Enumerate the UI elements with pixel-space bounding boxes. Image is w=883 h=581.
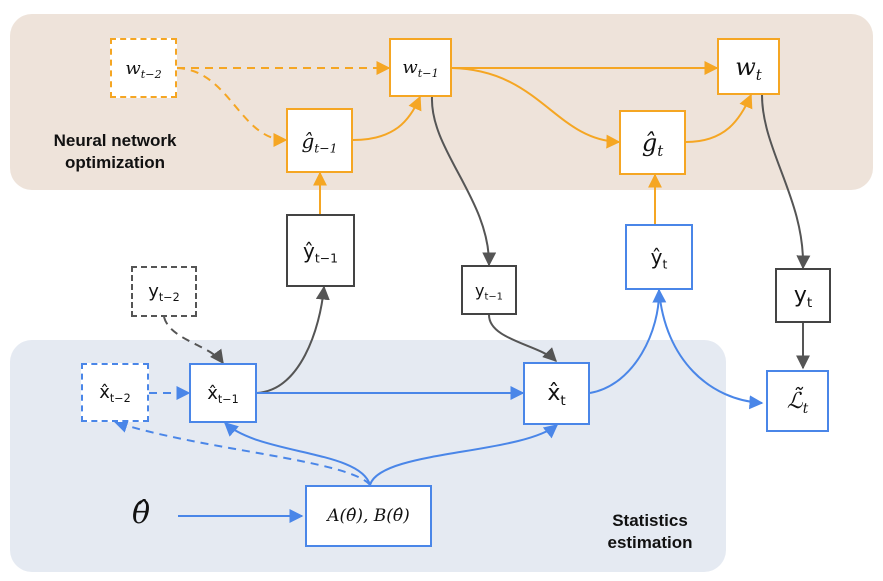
node-x-hat-t-minus-2: x̂t−2 xyxy=(81,363,149,422)
theta-hat-label: θ̂ xyxy=(132,496,151,531)
node-y-t-minus-2: yt−2 xyxy=(131,266,197,317)
stat-region-label-line2: estimation xyxy=(607,533,693,552)
node-y-t-minus-1: yt−1 xyxy=(461,265,517,315)
edge-yhatt-to-Lt xyxy=(658,289,764,410)
node-y-hat-t-minus-1: ŷt−1 xyxy=(286,214,355,287)
node-w-t: wt xyxy=(717,38,780,95)
node-y-t: yt xyxy=(775,268,831,323)
edge-yt2-to-xhatt1 xyxy=(163,316,224,365)
edge-wt2-to-gt1 xyxy=(176,67,288,147)
edge-wt-to-yt xyxy=(761,94,811,270)
edge-AB-to-xhatt xyxy=(369,424,559,486)
node-g-hat-t: ĝt xyxy=(619,110,686,175)
nn-region-label: Neural network optimization xyxy=(20,130,210,174)
edge-AB-to-xhatt1 xyxy=(223,422,371,486)
edge-AB-to-xhatt2 xyxy=(113,419,371,486)
node-A-B-theta-hat: A(θ̂), B(θ̂) xyxy=(305,485,432,547)
node-g-hat-t-minus-1: ĝt−1 xyxy=(286,108,353,173)
edge-yt1-to-xhatt xyxy=(488,314,557,362)
node-x-hat-t-minus-1: x̂t−1 xyxy=(189,363,257,423)
edge-wt1-to-yt1 xyxy=(430,96,497,267)
edge-wt1-to-gt xyxy=(451,67,621,149)
nn-region-label-line2: optimization xyxy=(64,153,166,172)
node-loss-tilde-t: ℒ̃t xyxy=(766,370,829,432)
nn-region-label-line1: Neural network xyxy=(53,131,177,150)
node-x-hat-t: x̂t xyxy=(523,362,590,425)
node-w-t-minus-2: wt−2 xyxy=(110,38,177,98)
stat-region-label: Statistics estimation xyxy=(580,510,720,554)
edge-yhatt1-x-hatt1 xyxy=(256,285,330,394)
edge-xhatt-to-yhatt xyxy=(589,288,667,394)
node-w-t-minus-1: wt−1 xyxy=(389,38,452,97)
edge-gt1-to-wt1 xyxy=(352,95,422,141)
node-y-hat-t: ŷt xyxy=(625,224,693,290)
edge-gt-to-wt xyxy=(685,93,753,143)
stat-region-label-line1: Statistics xyxy=(612,511,688,530)
